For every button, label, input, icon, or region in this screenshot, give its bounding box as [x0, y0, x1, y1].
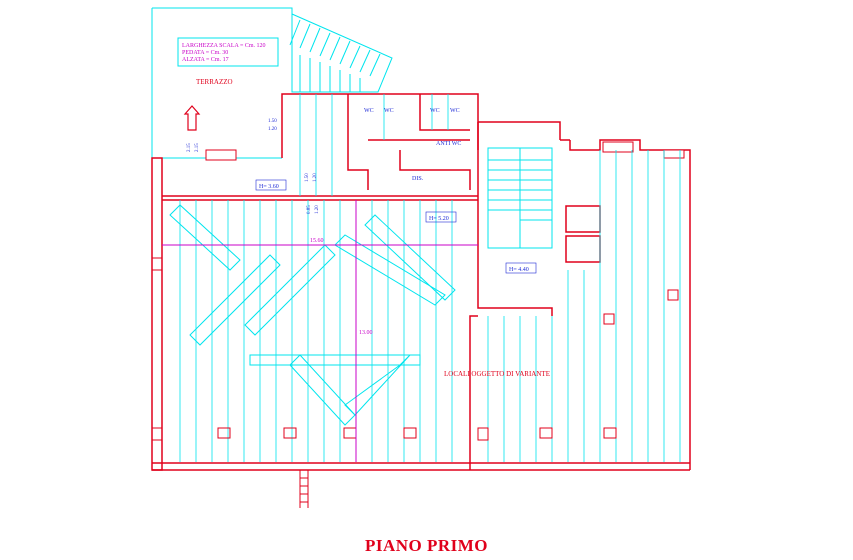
side-dim-3: 0.85 — [307, 205, 312, 214]
stair-note-line-3: ALZATA = Cm. 17 — [182, 57, 229, 63]
height-box-2 — [425, 211, 457, 223]
wc-label-3: WC — [430, 108, 440, 114]
wc-label-2: WC — [384, 108, 394, 114]
window-dim-1: 1.50 — [268, 119, 277, 124]
diagonal-beams — [169, 204, 456, 426]
stair-note-line-1: LARGHEZZA SCALA = Cm. 120 — [182, 43, 266, 49]
height-label-3: H= 4.40 — [509, 267, 529, 273]
dis-label: DIS. — [412, 176, 424, 182]
side-dim-1: 2.15 — [187, 143, 192, 152]
entry-arrow-icon — [183, 105, 201, 131]
wc-label-4: WC — [450, 108, 460, 114]
bottom-entrance — [299, 470, 309, 508]
terrace-label: TERRAZZO — [196, 78, 233, 86]
anti-wc-label: ANTI WC — [436, 141, 461, 147]
width-dimension: 15.60 — [310, 238, 324, 244]
window-dim-4: 1.20 — [313, 173, 318, 182]
window-dim-2: 1.20 — [268, 127, 277, 132]
depth-dimension: 13.00 — [359, 330, 373, 336]
wc-label-1: WC — [364, 108, 374, 114]
height-label-2: H= 5.20 — [429, 216, 449, 222]
drawing-title: PIANO PRIMO — [364, 536, 489, 555]
top-stair — [289, 13, 393, 93]
height-label-1: H= 3.60 — [259, 184, 279, 190]
dimension-lines — [162, 200, 478, 462]
height-box-1 — [255, 179, 287, 191]
right-stair — [487, 147, 553, 249]
joist-lines — [179, 94, 681, 462]
stair-note-line-2: PEDATA = Cm. 30 — [182, 50, 228, 56]
height-box-3 — [505, 262, 537, 274]
columns — [151, 257, 679, 441]
variant-note: LOCALI OGGETTO DI VARIANTE — [444, 370, 550, 378]
side-dim-4: 1.20 — [315, 205, 320, 214]
window-dim-3: 1.50 — [305, 173, 310, 182]
side-dim-2: 2.15 — [195, 143, 200, 152]
